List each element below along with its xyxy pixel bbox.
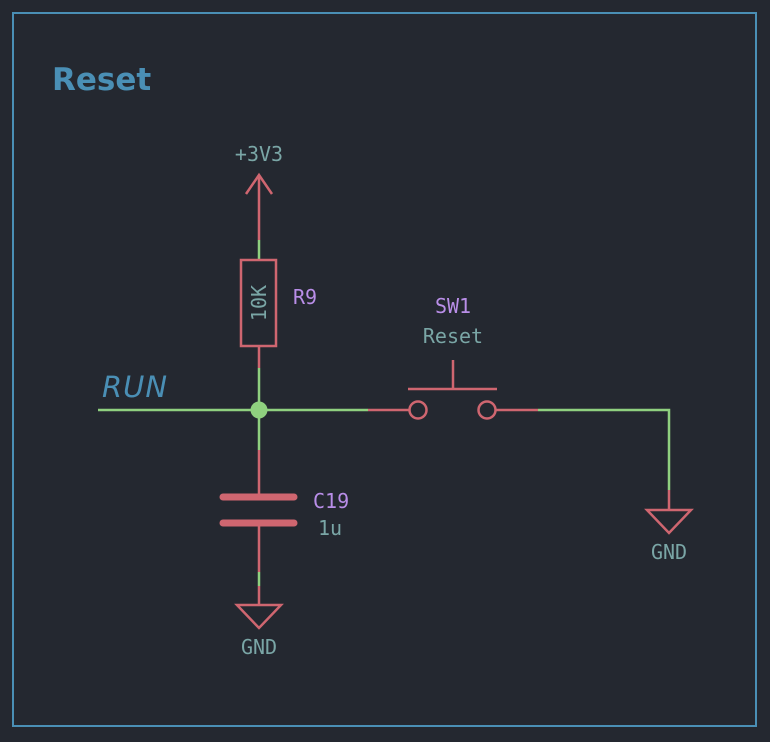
net-label-run[interactable]: RUN — [102, 370, 168, 404]
sheet-frame — [12, 12, 757, 727]
power-label-3v3: +3V3 — [235, 142, 283, 166]
switch-contact-left — [408, 400, 428, 420]
wire-sw1-gnd — [538, 408, 671, 490]
capacitor-value: 1u — [318, 516, 342, 540]
resistor-ref: R9 — [293, 285, 317, 309]
capacitor-c19[interactable]: C19 1u — [219, 450, 349, 572]
ground-label-right: GND — [651, 540, 687, 564]
switch-value: Reset — [423, 324, 483, 348]
ground-icon-right — [644, 508, 694, 535]
power-port-3v3[interactable]: +3V3 — [235, 142, 283, 240]
capacitor-ref: C19 — [313, 489, 349, 513]
ground-icon — [234, 603, 284, 630]
sheet-title: Reset — [52, 62, 151, 98]
ground-port-right[interactable]: GND — [644, 490, 694, 564]
resistor-r9[interactable]: 10K R9 — [239, 258, 317, 348]
resistor-value: 10K — [247, 285, 271, 321]
switch-contact-right — [477, 400, 497, 420]
ground-port-left[interactable]: GND — [234, 586, 284, 659]
switch-sw1[interactable]: SW1 Reset — [368, 294, 538, 420]
power-arrow-icon — [244, 172, 274, 195]
ground-label-left: GND — [241, 635, 277, 659]
switch-ref: SW1 — [435, 294, 471, 318]
